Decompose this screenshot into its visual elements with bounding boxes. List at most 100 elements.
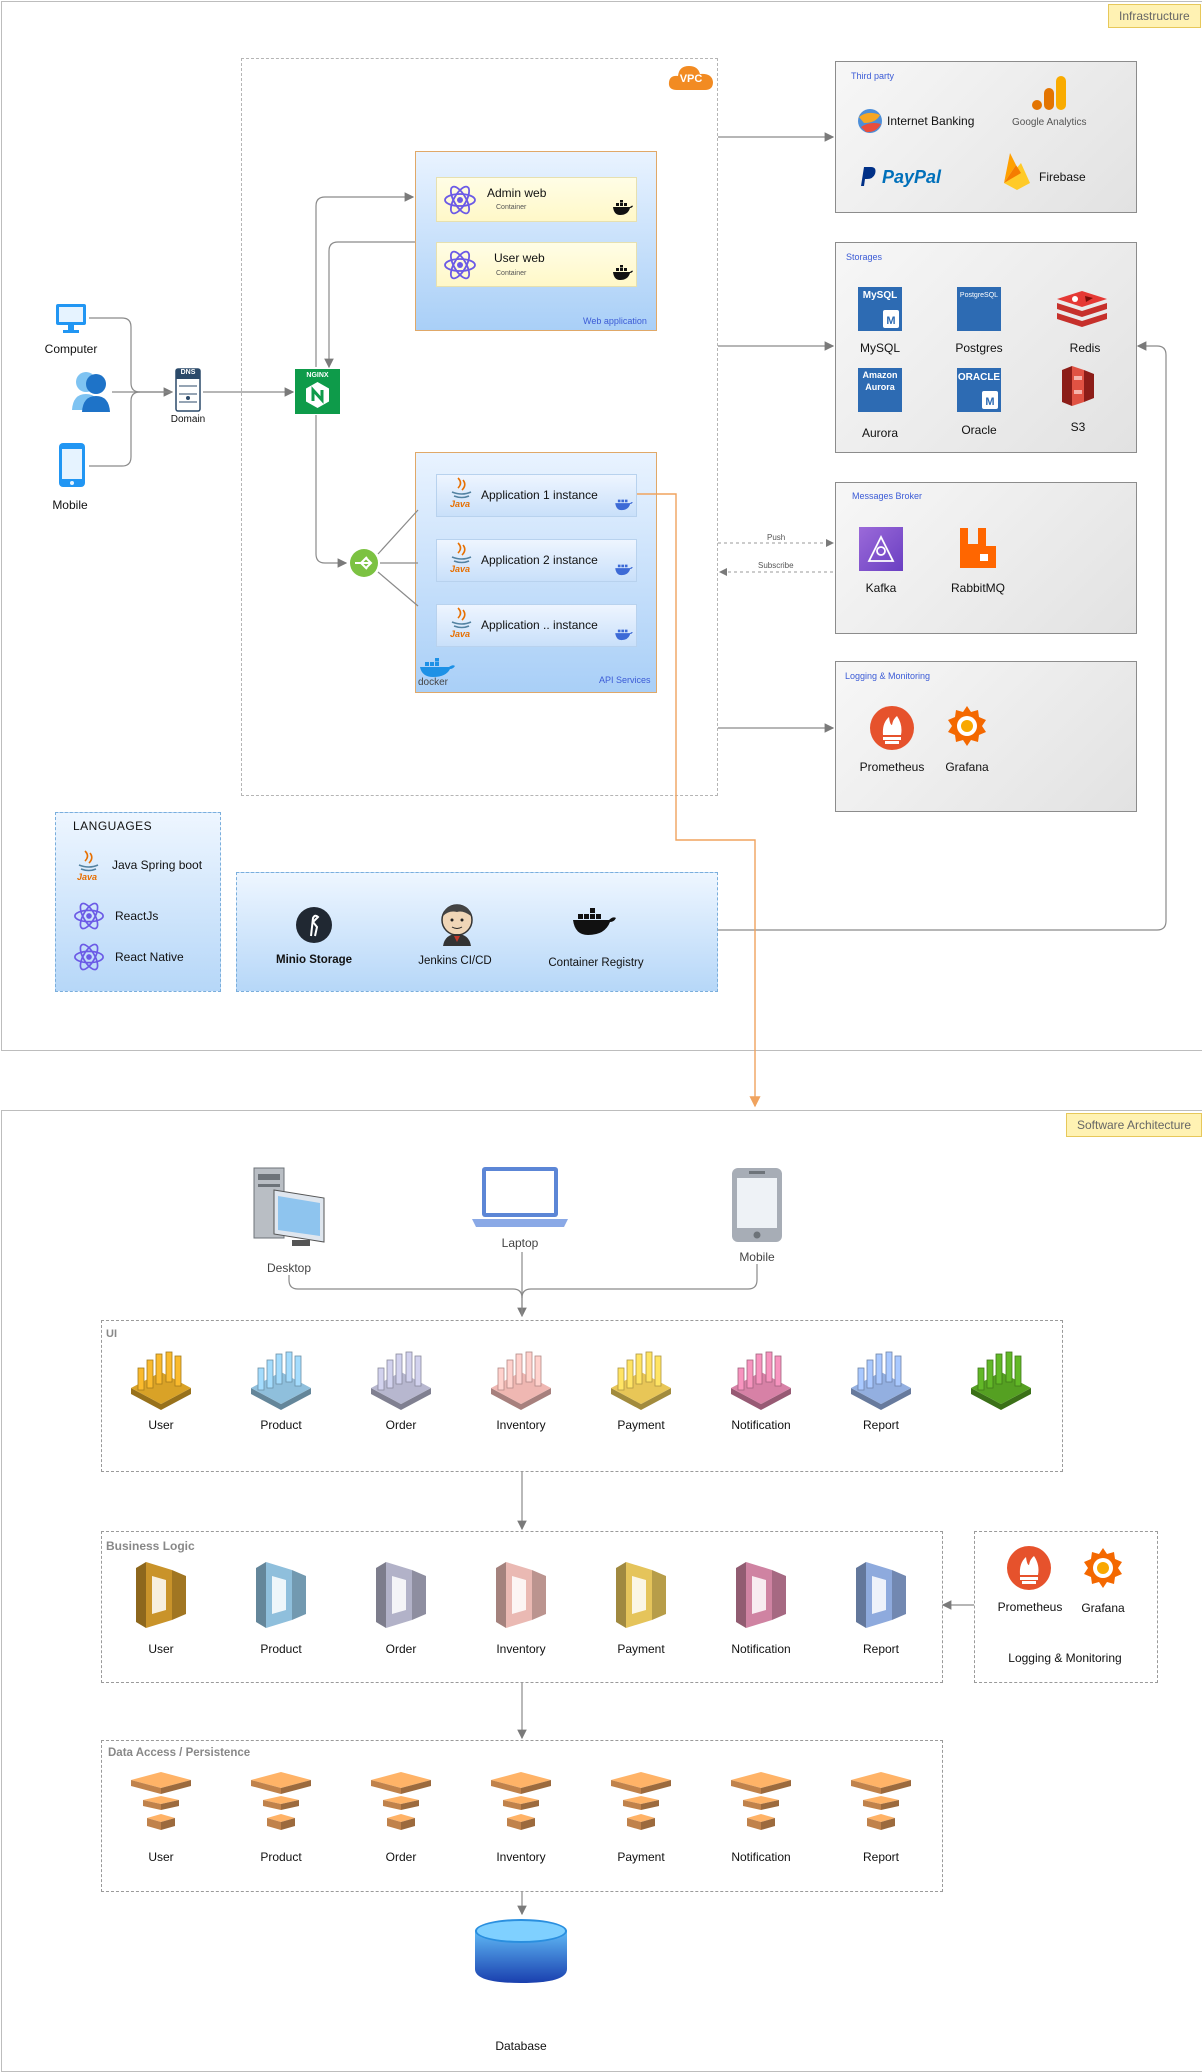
user-web-label: User web	[494, 251, 545, 265]
grafana-icon	[1080, 1545, 1126, 1596]
admin-web-container-label: Container	[496, 204, 527, 211]
aurora-badge-1: Amazon	[862, 370, 898, 380]
database-icon	[473, 1917, 569, 1990]
ui-item-label: Report	[862, 1418, 900, 1432]
data-access-item-label: Notification	[731, 1850, 791, 1864]
monitoring-caption: Logging & Monitoring	[1008, 1651, 1122, 1665]
business-component-icon	[132, 1558, 190, 1637]
third-party-title: Third party	[851, 71, 895, 81]
data-access-component-icon	[489, 1770, 553, 1841]
grafana-label: Grafana	[1081, 1601, 1125, 1615]
nginx-icon: NGINX	[295, 369, 340, 414]
logging-monitoring-title: Logging & Monitoring	[845, 671, 931, 681]
java-text: Java	[77, 872, 98, 882]
web-application-caption: Web application	[583, 316, 647, 326]
business-logic-title: Business Logic	[106, 1539, 195, 1553]
grafana-label: Grafana	[945, 760, 989, 774]
ui-component-icon	[969, 1346, 1033, 1415]
react-icon	[444, 250, 476, 280]
business-item-label: Product	[260, 1642, 302, 1656]
svg-text:M: M	[886, 315, 895, 327]
application-1-instance[interactable]	[436, 474, 637, 517]
data-access-component-icon	[609, 1770, 673, 1841]
react-icon	[444, 185, 476, 215]
desktop-label: Desktop	[266, 1261, 312, 1275]
data-access-item-label: Payment	[617, 1850, 665, 1864]
application-n-instance[interactable]	[436, 604, 637, 647]
users-icon	[70, 368, 112, 417]
infrastructure-tag: Infrastructure	[1108, 4, 1201, 28]
prometheus-label: Prometheus	[859, 760, 925, 774]
aurora-icon: Amazon Aurora	[858, 368, 902, 412]
svg-text:M: M	[985, 396, 994, 408]
business-component-icon	[372, 1558, 430, 1637]
ui-component-icon	[849, 1346, 913, 1415]
languages-title: LANGUAGES	[73, 819, 153, 833]
ui-item-label: Order	[385, 1418, 417, 1432]
dns-icon: DNS	[175, 368, 201, 417]
data-access-item-label: User	[148, 1850, 174, 1864]
internet-banking-label: Internet Banking	[887, 114, 975, 128]
s3-icon	[1058, 362, 1098, 415]
docker-icon	[613, 265, 633, 280]
user-web-container[interactable]: User web Container	[436, 242, 637, 287]
business-component-icon	[732, 1558, 790, 1637]
ui-component-icon	[489, 1346, 553, 1415]
prometheus-label: Prometheus	[997, 1600, 1063, 1614]
software-architecture-tag: Software Architecture	[1066, 1113, 1202, 1137]
google-analytics-icon	[1030, 74, 1068, 117]
postgres-icon: PostgreSQL	[957, 287, 1001, 331]
jenkins-label: Jenkins CI/CD	[418, 955, 492, 967]
internet-banking-icon	[856, 107, 884, 140]
messages-broker-title: Messages Broker	[852, 491, 923, 501]
ui-item-label: Inventory	[496, 1418, 546, 1432]
data-access-component-icon	[849, 1770, 913, 1841]
data-access-component-icon	[249, 1770, 313, 1841]
subscribe-label: Subscribe	[758, 561, 794, 570]
ui-item-label: Product	[260, 1418, 302, 1432]
admin-web-container[interactable]: Admin web Container	[436, 177, 637, 222]
data-access-component-icon	[729, 1770, 793, 1841]
container-registry-icon	[571, 906, 617, 941]
application-2-instance[interactable]	[436, 539, 637, 582]
monitoring-box	[974, 1531, 1158, 1683]
react-icon	[74, 902, 104, 930]
ui-item-label: User	[148, 1418, 174, 1432]
data-access-component-icon	[129, 1770, 193, 1841]
mysql-icon: MySQL M	[858, 287, 902, 331]
mobile-icon	[57, 442, 87, 493]
docker-logo-text: docker	[418, 677, 449, 688]
jenkins-icon	[437, 902, 477, 953]
minio-icon	[295, 906, 333, 949]
kafka-label: Kafka	[865, 581, 897, 595]
data-access-item-label: Report	[862, 1850, 900, 1864]
java-icon: Java	[449, 606, 475, 645]
business-item-label: Notification	[731, 1642, 791, 1656]
ui-component-icon	[729, 1346, 793, 1415]
ui-item-label: Payment	[617, 1418, 665, 1432]
storages-title: Storages	[846, 252, 883, 262]
minio-label: Minio Storage	[275, 954, 353, 966]
domain-label: Domain	[170, 414, 206, 425]
data-access-item-label: Product	[260, 1850, 302, 1864]
java-text: Java	[450, 629, 471, 639]
business-component-icon	[492, 1558, 550, 1637]
computer-icon	[54, 302, 88, 339]
data-access-item-label: Inventory	[496, 1850, 546, 1864]
rabbitmq-icon	[956, 526, 1000, 575]
grafana-icon	[944, 703, 990, 754]
vpc-cloud-icon: VPC	[667, 62, 715, 92]
ui-layer	[101, 1320, 1063, 1472]
storages-panel	[835, 242, 1137, 453]
react-native-label: React Native	[115, 950, 184, 964]
business-component-icon	[252, 1558, 310, 1637]
oracle-label: Oracle	[961, 423, 997, 437]
dns-badge: DNS	[180, 369, 196, 376]
firebase-label: Firebase	[1039, 170, 1086, 184]
mobile-device-label: Mobile	[739, 1250, 775, 1264]
java-icon: Java	[449, 541, 475, 580]
business-item-label: User	[148, 1642, 174, 1656]
docker-logo: docker	[418, 658, 456, 688]
data-access-layer	[101, 1740, 943, 1892]
oracle-icon: ORACLE M	[957, 368, 1001, 412]
